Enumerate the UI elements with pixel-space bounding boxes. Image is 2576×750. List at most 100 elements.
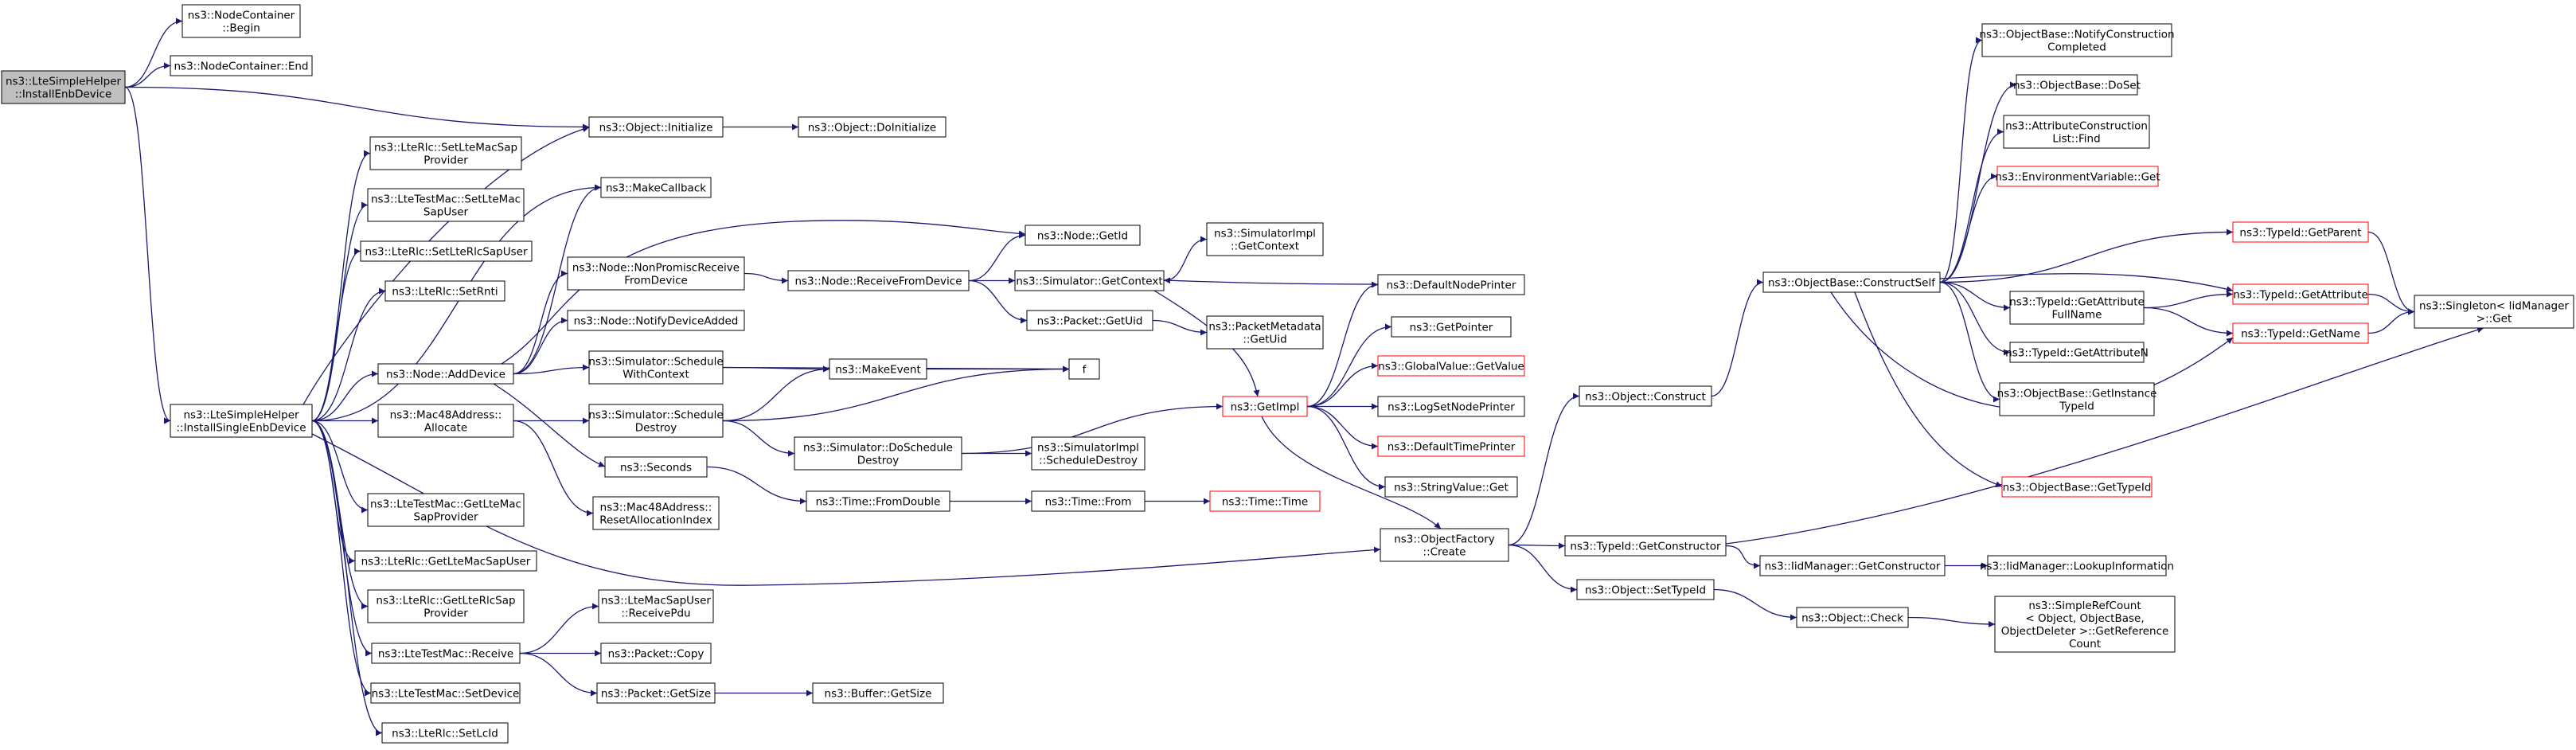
node-envvar-get[interactable]: ns3::EnvironmentVariable::Get bbox=[1995, 166, 2160, 187]
edge-root-to-nc-end bbox=[124, 62, 171, 88]
node-objbase-gettypeid[interactable]: ns3::ObjectBase::GetTypeId bbox=[2001, 476, 2153, 498]
node-box bbox=[596, 682, 716, 704]
node-simimpl-getcontext[interactable]: ns3::SimulatorImpl::GetContext bbox=[1206, 222, 1324, 256]
node-buffer-getsize[interactable]: ns3::Buffer::GetSize bbox=[812, 682, 944, 704]
node-obj-construct[interactable]: ns3::Object::Construct bbox=[1579, 385, 1712, 407]
node-root[interactable]: ns3::LteSimpleHelper::InstallEnbDevice bbox=[1, 70, 126, 104]
edge-mac48-allocate-to-resetalloc bbox=[513, 420, 594, 517]
node-defaulttimeprinter[interactable]: ns3::DefaultTimePrinter bbox=[1377, 436, 1525, 457]
node-typeid-getattributen[interactable]: ns3::TypeId::GetAttributeN bbox=[2005, 342, 2149, 363]
edge-testmac-receive-to-packet-getsize bbox=[519, 652, 598, 697]
node-objbase-constructself[interactable]: ns3::ObjectBase::ConstructSelf bbox=[1762, 271, 1941, 293]
node-nc-end[interactable]: ns3::NodeContainer::End bbox=[170, 55, 313, 76]
node-time-time[interactable]: ns3::Time::Time bbox=[1209, 490, 1321, 512]
node-label: List::Find bbox=[2052, 133, 2100, 146]
node-simimpl-schedulerdestroy[interactable]: ns3::SimulatorImpl::ScheduleDestroy bbox=[1031, 436, 1146, 471]
node-pktmeta-getuid[interactable]: ns3::PacketMetadata::GetUid bbox=[1206, 315, 1324, 350]
node-label: ns3::TypeId::GetAttribute bbox=[2009, 296, 2145, 309]
node-logsetnodeprinter[interactable]: ns3::LogSetNodePrinter bbox=[1377, 396, 1525, 417]
node-makecallback[interactable]: ns3::MakeCallback bbox=[600, 177, 712, 198]
node-rlc-setlcid[interactable]: ns3::LteRlc::SetLcId bbox=[381, 722, 509, 744]
node-typeid-getconstructor[interactable]: ns3::TypeId::GetConstructor bbox=[1564, 535, 1727, 557]
edge-objbase-constructself-to-objbase-getinstancetypeid bbox=[1939, 281, 2000, 403]
node-rlc-getltemacsapuser[interactable]: ns3::LteRlc::GetLteMacSapUser bbox=[354, 550, 537, 572]
edge-objfactory-create-to-obj-settypeid bbox=[1508, 544, 1578, 593]
node-objbase-doset[interactable]: ns3::ObjectBase::DoSet bbox=[2013, 74, 2141, 96]
node-packet-copy[interactable]: ns3::Packet::Copy bbox=[600, 643, 712, 664]
node-setlterlcsapuser[interactable]: ns3::LteRlc::SetLteRlcSapUser bbox=[360, 240, 533, 262]
node-globalvalue-getvalue[interactable]: ns3::GlobalValue::GetValue bbox=[1377, 355, 1525, 377]
node-seconds[interactable]: ns3::Seconds bbox=[604, 456, 708, 478]
node-getimpl[interactable]: ns3::GetImpl bbox=[1222, 396, 1308, 417]
node-makeevent[interactable]: ns3::MakeEvent bbox=[829, 358, 927, 380]
node-node-getid[interactable]: ns3::Node::GetId bbox=[1025, 225, 1141, 246]
node-stringvalue-get[interactable]: ns3::StringValue::Get bbox=[1384, 476, 1518, 498]
node-iidmgr-getconstructor[interactable]: ns3::IidManager::GetConstructor bbox=[1759, 555, 1946, 576]
edge-sim-getcontext-to-simimpl-getcontext bbox=[1163, 236, 1208, 282]
node-packet-getuid[interactable]: ns3::Packet::GetUid bbox=[1026, 310, 1153, 331]
node-label: f bbox=[1083, 364, 1087, 377]
node-label: ::InstallSingleEnbDevice bbox=[176, 422, 306, 435]
edge-getimpl-to-defaulttimeprinter bbox=[1306, 405, 1379, 450]
edge-node-adddevice-to-seconds bbox=[493, 383, 606, 467]
node-label: ns3::Node::AddDevice bbox=[386, 369, 505, 381]
node-obj-settypeid[interactable]: ns3::Object::SetTypeId bbox=[1576, 579, 1715, 600]
node-packet-getsize[interactable]: ns3::Packet::GetSize bbox=[596, 682, 716, 704]
node-node-adddevice[interactable]: ns3::Node::AddDevice bbox=[377, 363, 514, 385]
node-typeid-getname[interactable]: ns3::TypeId::GetName bbox=[2232, 322, 2369, 344]
node-testmac-setdevice[interactable]: ns3::LteTestMac::SetDevice bbox=[370, 682, 521, 704]
node-getpointer[interactable]: ns3::GetPointer bbox=[1391, 316, 1512, 338]
node-box bbox=[170, 55, 313, 76]
node-macsapuser-rxpdu[interactable]: ns3::LteMacSapUser::ReceivePdu bbox=[598, 589, 714, 623]
node-label: ns3::GetImpl bbox=[1231, 401, 1300, 414]
edge-obj-construct-to-objbase-constructself bbox=[1711, 279, 1764, 397]
node-node-rxfromdevice[interactable]: ns3::Node::ReceiveFromDevice bbox=[787, 270, 970, 291]
node-simplerefcount[interactable]: ns3::SimpleRefCount< Object, ObjectBase,… bbox=[1994, 596, 2176, 653]
node-sim-getcontext[interactable]: ns3::Simulator::GetContext bbox=[1014, 270, 1165, 291]
node-obj-check[interactable]: ns3::Object::Check bbox=[1796, 607, 1909, 628]
node-label: ns3::Object::Construct bbox=[1585, 391, 1706, 404]
node-sched-destroy[interactable]: ns3::Simulator::ScheduleDestroy bbox=[588, 404, 724, 438]
node-objfactory-create[interactable]: ns3::ObjectFactory::Create bbox=[1380, 528, 1509, 562]
node-setrnti[interactable]: ns3::LteRlc::SetRnti bbox=[384, 280, 505, 302]
node-singleton-get[interactable]: ns3::Singleton< IidManager>::Get bbox=[2414, 295, 2574, 329]
node-install-single[interactable]: ns3::LteSimpleHelper::InstallSingleEnbDe… bbox=[170, 404, 313, 438]
node-label: ns3::Buffer::GetSize bbox=[825, 688, 932, 701]
node-nc-begin[interactable]: ns3::NodeContainer::Begin bbox=[181, 4, 301, 38]
node-label: Provider bbox=[423, 607, 468, 620]
node-box bbox=[1999, 382, 2155, 416]
node-label: SapProvider bbox=[414, 511, 478, 524]
node-box bbox=[367, 589, 525, 623]
node-box bbox=[360, 240, 533, 262]
node-label: ns3::Node::NotifyDeviceAdded bbox=[574, 315, 739, 328]
node-notifydeviceadded[interactable]: ns3::Node::NotifyDeviceAdded bbox=[567, 310, 745, 331]
node-box bbox=[1391, 316, 1512, 338]
node-box bbox=[1796, 607, 1909, 628]
node-testmac-receive[interactable]: ns3::LteTestMac::Receive bbox=[371, 643, 521, 664]
node-objbase-notifyconstruction[interactable]: ns3::ObjectBase::NotifyConstructionCompl… bbox=[1979, 23, 2175, 57]
node-label: ns3::LteRlc::SetRnti bbox=[392, 286, 498, 299]
node-time-fromdouble[interactable]: ns3::Time::FromDouble bbox=[806, 490, 950, 512]
edge-objfactory-create-to-typeid-getconstructor bbox=[1508, 542, 1566, 549]
node-mac48-allocate[interactable]: ns3::Mac48Address::Allocate bbox=[377, 404, 514, 438]
node-obj-doinit[interactable]: ns3::Object::DoInitialize bbox=[798, 116, 946, 138]
node-iidmgr-lookupinformation[interactable]: ns3::IidManager::LookupInformation bbox=[1980, 555, 2174, 576]
node-typeid-getattribute[interactable]: ns3::TypeId::GetAttribute bbox=[2232, 283, 2369, 305]
node-time-from[interactable]: ns3::Time::From bbox=[1031, 490, 1146, 512]
node-label: Count bbox=[2069, 638, 2101, 650]
node-obj-init[interactable]: ns3::Object::Initialize bbox=[588, 116, 724, 138]
node-defaultnodeprinter[interactable]: ns3::DefaultNodePrinter bbox=[1377, 274, 1525, 295]
node-typeid-getparent[interactable]: ns3::TypeId::GetParent bbox=[2232, 221, 2369, 243]
node-resetalloc[interactable]: ns3::Mac48Address::ResetAllocationIndex bbox=[592, 496, 720, 530]
node-f[interactable]: f bbox=[1068, 358, 1100, 380]
